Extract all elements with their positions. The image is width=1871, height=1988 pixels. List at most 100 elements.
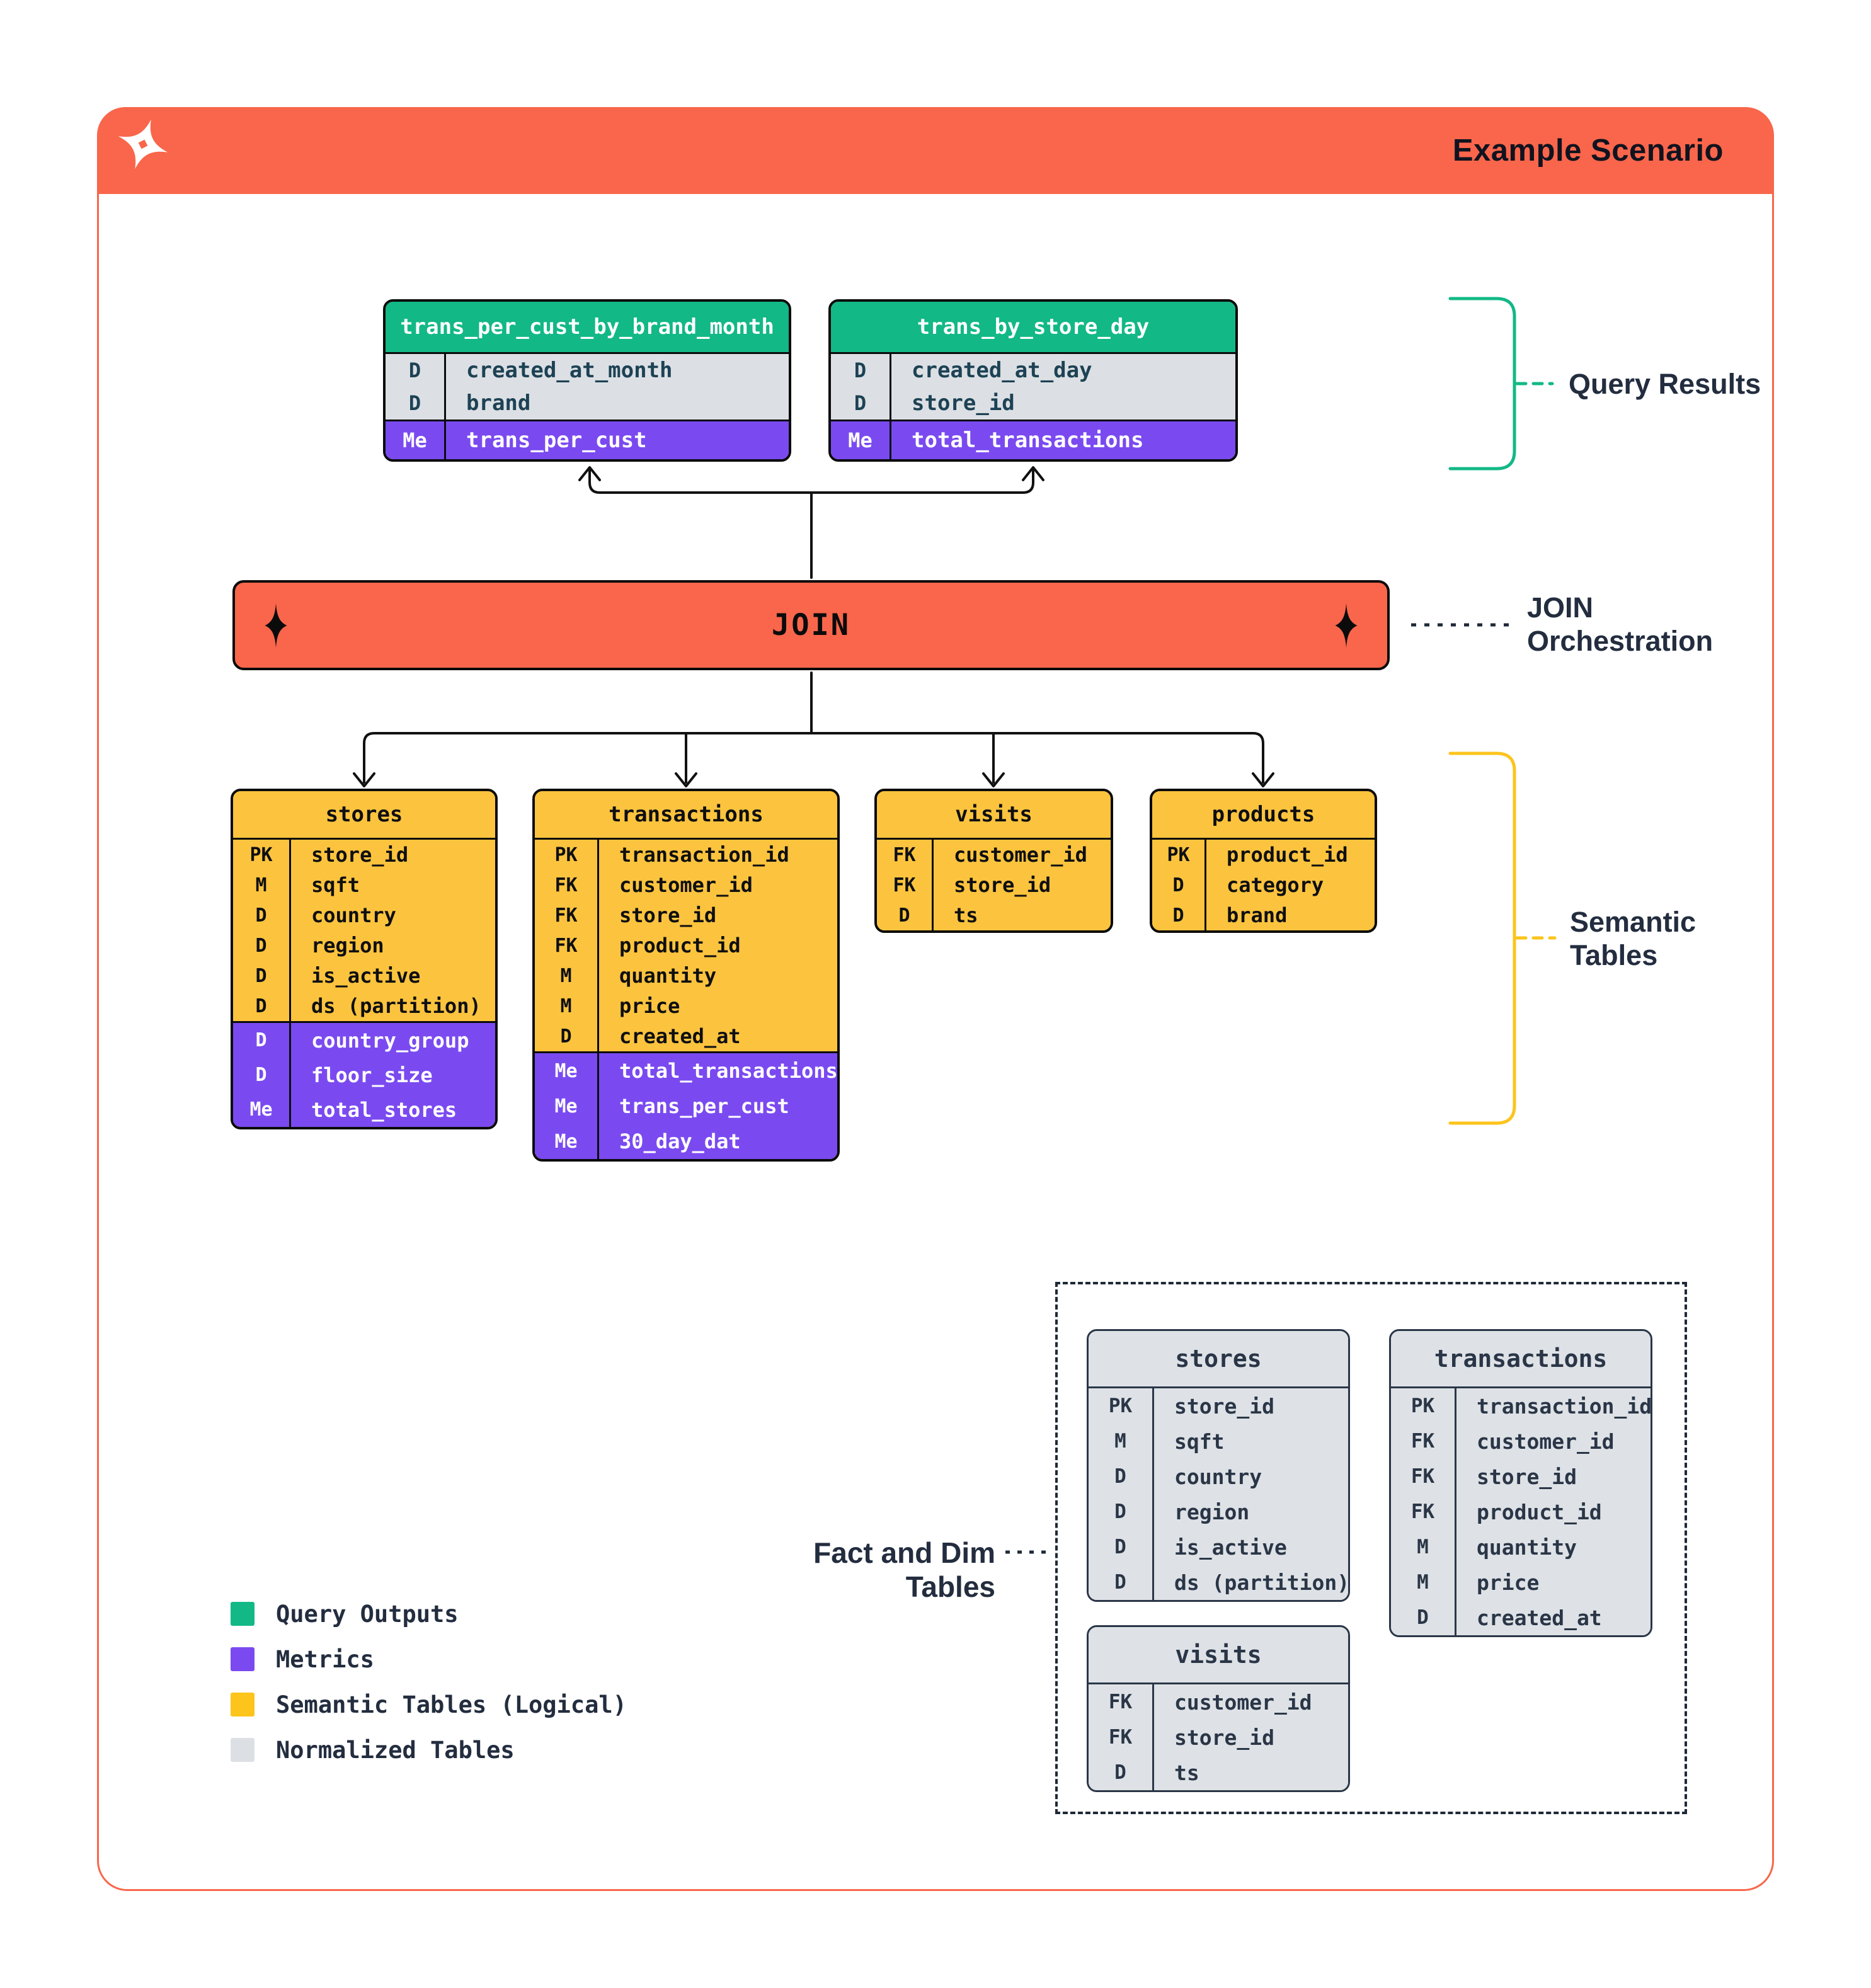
column-key: FK: [893, 843, 916, 866]
column-name: region: [1174, 1499, 1250, 1524]
column-key: D: [255, 964, 267, 987]
column-key: D: [854, 358, 867, 382]
column-key: PK: [1410, 1395, 1435, 1417]
dagster-logo-icon: [118, 119, 168, 169]
legend-item: Normalized Tables: [231, 1737, 627, 1764]
column-key: M: [1417, 1536, 1429, 1558]
legend-item: Query Outputs: [231, 1600, 627, 1628]
column-name: price: [619, 994, 680, 1018]
column-key: D: [560, 1025, 572, 1048]
column-name: is_active: [311, 964, 421, 988]
table-title: transactions: [535, 791, 837, 840]
name-column: created_at_day store_id: [891, 354, 1235, 420]
join-orchestration-line1: JOIN: [1527, 591, 1594, 624]
column-name: quantity: [619, 964, 717, 988]
column-key: D: [255, 995, 267, 1017]
semantic-tables-line1: Semantic: [1570, 906, 1696, 938]
column-key: D: [1417, 1606, 1429, 1629]
column-name: 30_day_dat: [619, 1129, 741, 1153]
join-orchestration-line2: Orchestration: [1527, 625, 1714, 657]
legend-item: Semantic Tables (Logical): [231, 1691, 627, 1718]
column-name: is_active: [1174, 1534, 1287, 1560]
column-key: D: [408, 391, 421, 415]
column-key: D: [854, 391, 867, 415]
legend-swatch-icon: [231, 1693, 255, 1717]
column-key: D: [255, 934, 267, 957]
column-key: D: [408, 358, 421, 382]
join-bar: JOIN: [232, 580, 1390, 670]
legend-swatch-icon: [231, 1647, 255, 1671]
column-key: D: [1114, 1536, 1126, 1558]
table-title: visits: [877, 791, 1111, 840]
column-key: D: [1172, 904, 1184, 927]
column-name: quantity: [1477, 1534, 1577, 1560]
column-name: ds (partition): [311, 994, 481, 1018]
column-name: brand: [466, 391, 531, 416]
column-name: region: [311, 934, 384, 957]
column-key: FK: [554, 904, 578, 927]
join-label: JOIN: [771, 608, 851, 643]
column-name: sqft: [311, 873, 360, 897]
column-key: FK: [1410, 1465, 1435, 1488]
column-key: FK: [1410, 1500, 1435, 1523]
column-name: trans_per_cust: [619, 1094, 789, 1118]
fact-dim-box: [1055, 1282, 1687, 1814]
column-name: customer_id: [954, 843, 1087, 867]
column-key: D: [255, 1029, 267, 1051]
column-key: FK: [1108, 1691, 1133, 1713]
column-name: store_id: [1174, 1725, 1274, 1750]
legend-label: Metrics: [276, 1645, 374, 1673]
column-name: created_at_day: [912, 358, 1092, 383]
column-key: D: [255, 1064, 267, 1086]
column-key: D: [1114, 1500, 1126, 1523]
column-key: Me: [403, 428, 427, 452]
column-name: store_id: [311, 843, 409, 867]
column-key: D: [255, 904, 267, 927]
column-key: FK: [554, 874, 578, 896]
table-title: stores: [1089, 1331, 1348, 1388]
page-title: Example Scenario: [1452, 134, 1724, 168]
semantic-tables-label: Semantic Tables: [1570, 905, 1696, 972]
semantic-tables-line2: Tables: [1570, 939, 1658, 971]
column-name: sqft: [1174, 1429, 1225, 1454]
column-name: store_id: [619, 903, 717, 927]
column-key: M: [560, 964, 572, 987]
column-key: M: [1114, 1430, 1126, 1453]
diamond-icon: [1335, 603, 1358, 648]
column-key: Me: [249, 1099, 273, 1121]
column-name: country: [1174, 1464, 1262, 1489]
column-key: D: [1114, 1761, 1126, 1784]
column-name: total_transactions: [619, 1059, 838, 1083]
column-key: D: [1114, 1571, 1126, 1594]
column-name: store_id: [912, 391, 1015, 416]
legend-label: Query Outputs: [276, 1600, 459, 1628]
table-title: trans_per_cust_by_brand_month: [386, 302, 789, 354]
column-name: floor_size: [311, 1063, 433, 1087]
column-key: Me: [554, 1095, 578, 1117]
